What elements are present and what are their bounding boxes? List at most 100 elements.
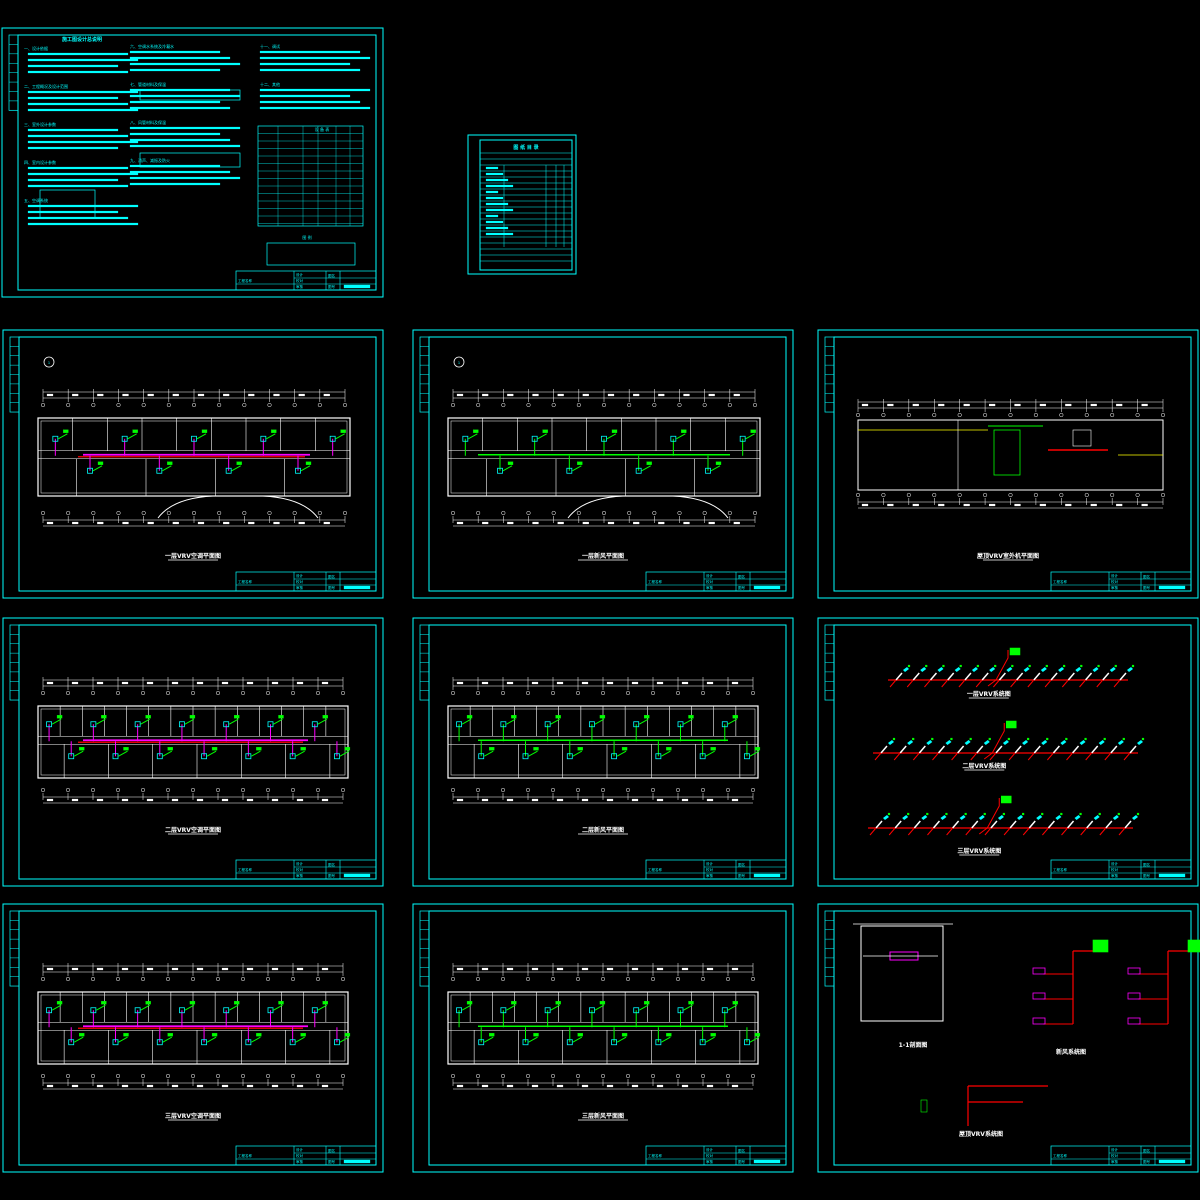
sheet-inner-frame	[18, 910, 377, 1166]
index-row-text	[485, 202, 509, 206]
indoor-unit-icon	[971, 667, 978, 672]
branch-pipe	[899, 745, 907, 754]
condensate-pipe	[127, 433, 137, 440]
branch-pipe	[894, 820, 902, 829]
axis-bubble	[575, 690, 581, 696]
sheet-inner-frame	[18, 624, 377, 880]
condensate-pipe	[483, 1036, 494, 1043]
indoor-unit	[46, 1007, 52, 1014]
indoor-unit	[589, 721, 595, 728]
condensate-pipe	[676, 433, 686, 440]
axis-bubble	[290, 1073, 296, 1079]
drawing-number-label: 图号	[328, 585, 336, 590]
drawing-number-value	[343, 873, 371, 878]
axis-bubble	[165, 690, 171, 696]
branch-pipe	[1016, 672, 1024, 681]
indoor-unit-icon	[903, 667, 909, 672]
condensate-pipe	[506, 1004, 516, 1011]
condensate-pipe	[300, 465, 311, 472]
indoor-unit	[566, 467, 573, 474]
indoor-unit	[566, 753, 573, 760]
axis-bubble	[627, 510, 632, 516]
axis-bubble	[66, 510, 71, 516]
outdoor-unit	[1009, 647, 1021, 656]
indoor-unit	[191, 435, 197, 442]
axis-bubble	[265, 1073, 271, 1079]
axis-bubble	[90, 787, 96, 793]
branch-pipe	[1084, 672, 1093, 681]
axis-bubble	[475, 1073, 481, 1079]
axis-bubble	[265, 690, 271, 696]
indoor-unit	[589, 1007, 595, 1014]
axis-bubble	[40, 690, 46, 696]
axis-bubble	[1059, 492, 1064, 498]
outdoor-unit	[1001, 795, 1012, 804]
indoor-unit	[68, 1039, 75, 1046]
branch-pipe	[1067, 672, 1075, 681]
indoor-unit	[201, 1039, 207, 1046]
drawing-number-value	[753, 873, 781, 878]
indoor-unit	[267, 721, 274, 728]
fresh-air-handler	[1032, 1017, 1046, 1025]
notes-text-line	[27, 58, 139, 62]
axis-bubble	[265, 976, 271, 982]
branch-pipe	[1102, 672, 1110, 681]
axis-bubble	[342, 510, 348, 516]
approve-label: 审核	[1111, 1159, 1119, 1164]
axis-bubble	[242, 510, 247, 516]
sheet-inner-frame	[17, 34, 377, 291]
sheet-outer-frame	[2, 617, 384, 887]
condensate-pipe	[616, 1036, 627, 1043]
design-label: 设计	[706, 1147, 714, 1152]
indoor-unit	[497, 467, 503, 474]
condensate-pipe	[295, 750, 305, 757]
condensate-pipe	[317, 1004, 328, 1011]
axis-bubble	[475, 787, 481, 793]
check-label: 校对	[1111, 867, 1119, 872]
plan-caption: 二层新风平面图	[582, 826, 624, 834]
drawing-name-label: 图名	[328, 574, 335, 579]
axis-bubble	[601, 402, 607, 408]
condensate-pipe	[118, 1036, 128, 1043]
axis-bubble	[576, 402, 581, 408]
axis-bubble	[750, 1073, 756, 1079]
project-label: 工程名称	[648, 579, 662, 584]
drawing-number-label: 图号	[1143, 585, 1151, 590]
indoor-unit	[744, 1039, 750, 1046]
drawing-index-title: 图 纸 目 录	[513, 144, 538, 151]
indoor-unit	[566, 1039, 573, 1046]
branch-pipe	[995, 745, 1003, 754]
condensate-pipe	[96, 718, 106, 725]
axis-bubble	[932, 412, 937, 418]
indoor-unit	[334, 1039, 340, 1046]
drawing-number-value	[1158, 1159, 1186, 1164]
sheet-outer-frame	[2, 329, 384, 599]
legend-table	[266, 242, 356, 266]
axis-bubble	[627, 402, 632, 408]
condensate-pipe	[683, 1004, 693, 1011]
branch-pipe	[964, 672, 972, 681]
condensate-pipe	[231, 465, 241, 472]
outdoor-params-table	[139, 89, 241, 101]
branch-pipe	[1086, 820, 1094, 829]
design-label: 设计	[706, 861, 714, 866]
indoor-unit-icon	[1040, 667, 1047, 672]
sheet-inner-frame	[833, 910, 1192, 1166]
notes-text-line	[129, 56, 231, 60]
condensate-pipe	[483, 750, 494, 757]
condensate-pipe	[661, 1036, 671, 1043]
indoor-unit-icon	[926, 740, 933, 745]
entrance-canopy	[157, 495, 319, 519]
condensate-pipe	[251, 750, 261, 757]
branch-pipe	[1091, 745, 1099, 754]
notes-section-heading: 十二、其他	[260, 81, 280, 87]
check-label: 校对	[706, 579, 714, 584]
condensate-pipe	[228, 718, 239, 725]
indoor-unit	[744, 753, 750, 760]
